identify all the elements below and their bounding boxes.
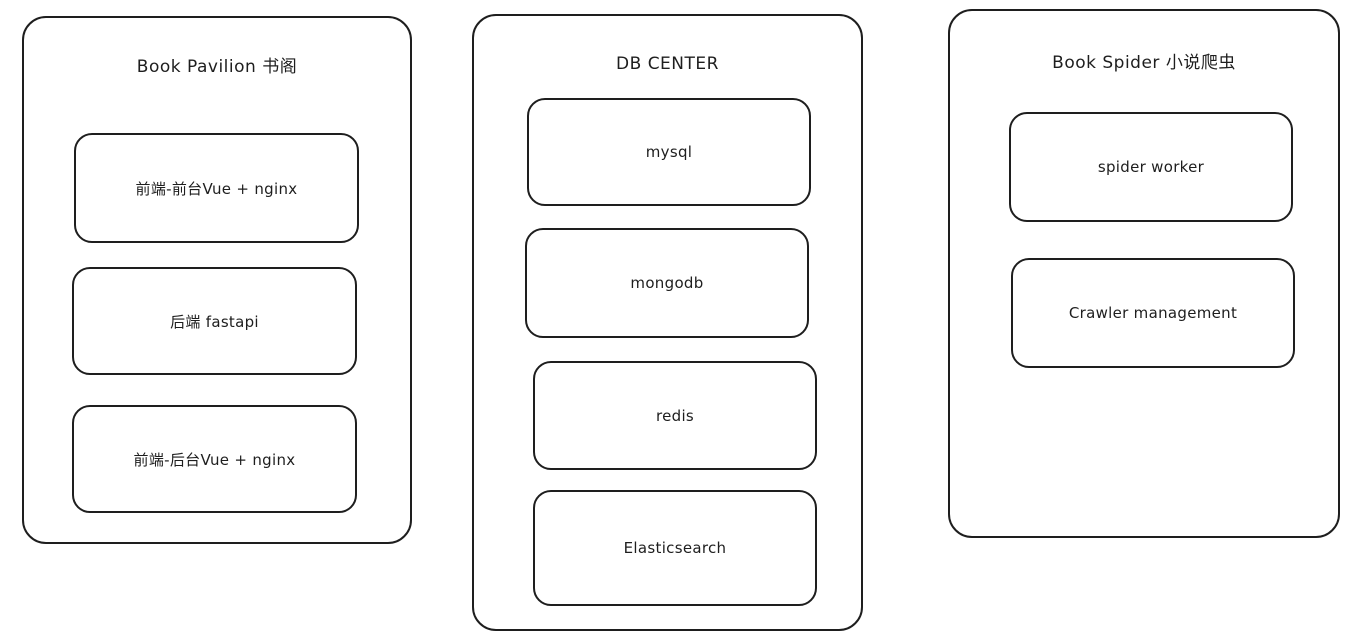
book-pavilion-panel: Book Pavilion 书阁 前端-前台Vue + nginx 后端 fas… [22, 16, 412, 544]
spider-worker-node: spider worker [1009, 112, 1293, 222]
crawler-management-node: Crawler management [1011, 258, 1295, 368]
mysql-node: mysql [527, 98, 811, 206]
book-spider-title: Book Spider 小说爬虫 [1052, 53, 1236, 73]
db-center-title: DB CENTER [616, 54, 719, 74]
mongodb-node: mongodb [525, 228, 809, 338]
frontend-front-node: 前端-前台Vue + nginx [74, 133, 359, 243]
redis-node: redis [533, 361, 817, 470]
book-pavilion-title: Book Pavilion 书阁 [136, 57, 298, 77]
db-center-panel: DB CENTER mysql mongodb redis Elasticsea… [472, 14, 863, 631]
elasticsearch-node: Elasticsearch [533, 490, 817, 606]
frontend-admin-node: 前端-后台Vue + nginx [72, 405, 357, 513]
book-spider-panel: Book Spider 小说爬虫 spider worker Crawler m… [948, 9, 1340, 538]
backend-node: 后端 fastapi [72, 267, 357, 375]
